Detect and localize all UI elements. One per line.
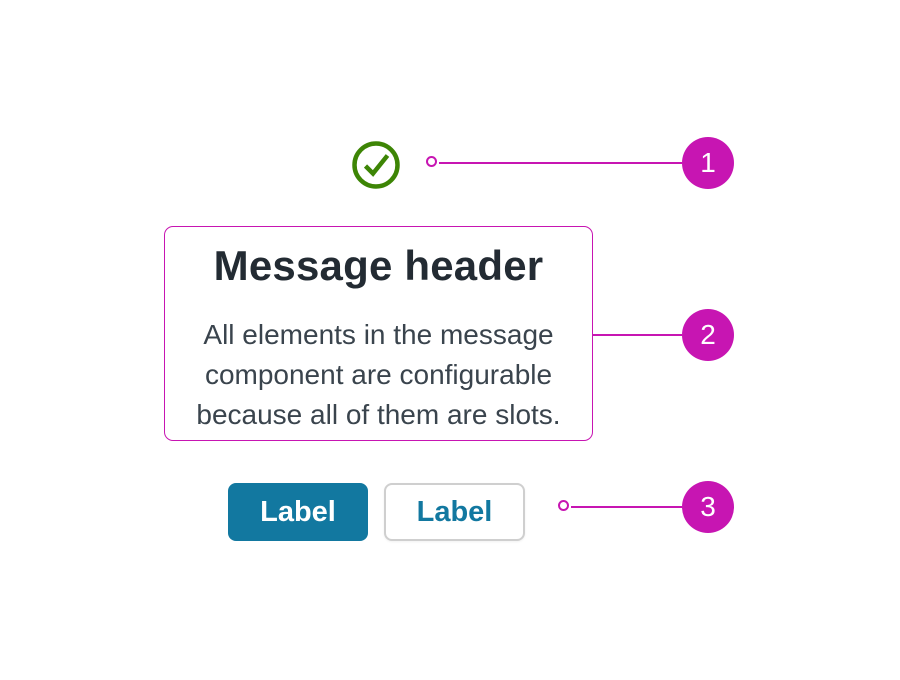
annotation-3-anchor-dot — [558, 500, 569, 511]
annotation-2-badge: 2 — [682, 309, 734, 361]
check-circle-icon — [352, 141, 400, 189]
primary-action-button[interactable]: Label — [228, 483, 368, 541]
secondary-action-button[interactable]: Label — [384, 483, 525, 541]
message-component-outline: Message header All elements in the messa… — [164, 226, 593, 441]
annotation-1-leader-line — [439, 162, 682, 164]
annotation-1-badge: 1 — [682, 137, 734, 189]
message-body-text: All elements in the message component ar… — [196, 319, 561, 430]
message-header-text: Message header — [213, 242, 544, 289]
annotation-1-anchor-dot — [426, 156, 437, 167]
annotation-3-leader-line — [571, 506, 682, 508]
annotation-3-badge: 3 — [682, 481, 734, 533]
annotation-2-leader-line — [592, 334, 682, 336]
